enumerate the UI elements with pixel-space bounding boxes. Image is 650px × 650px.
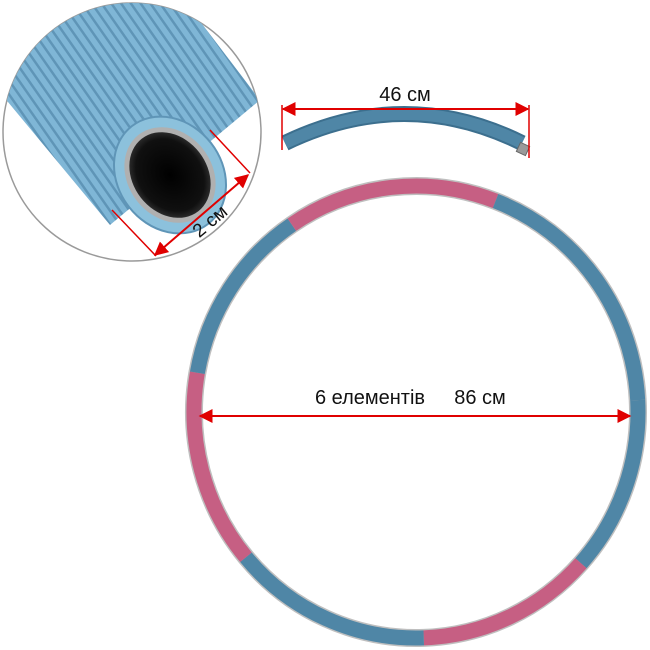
hoop-segment: [186, 371, 252, 563]
detail-zoom-circle: 2 см: [2, 2, 262, 262]
hoop-segment: [287, 178, 499, 231]
hula-hoop-ring: [185, 177, 647, 647]
segment-length-label: 46 см: [379, 84, 431, 106]
segment-count-label: 6 елементів: [315, 387, 425, 409]
hoop-segment: [189, 218, 297, 375]
hoop-segment: [240, 552, 425, 646]
segment-connector: [515, 141, 531, 157]
tube-diameter-arrow: [153, 174, 250, 256]
hoop-segment: [492, 194, 646, 401]
hoop-segment: [423, 558, 587, 646]
single-segment: [281, 106, 531, 157]
hoop-diameter-label: 86 см: [454, 387, 506, 409]
hoop-segment: [575, 399, 646, 569]
